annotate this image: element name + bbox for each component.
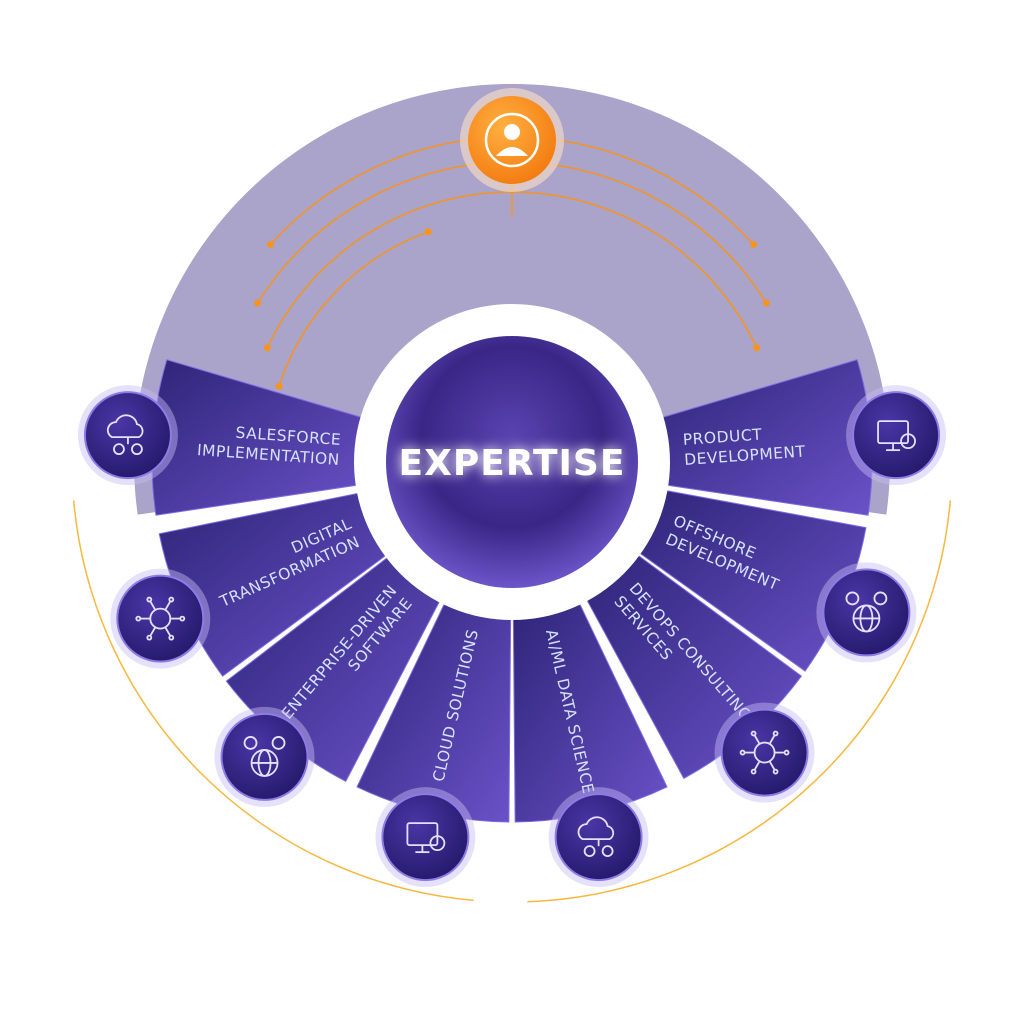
connector-dot <box>254 299 262 307</box>
connector-dot <box>424 228 432 236</box>
connector-dot <box>266 241 274 249</box>
connector-dot <box>750 241 758 249</box>
brain-network-icon <box>577 816 615 858</box>
connector-line <box>278 231 429 387</box>
segments: PRODUCTDEVELOPMENTOFFSHOREDEVELOPMENTDEV… <box>151 359 873 823</box>
cloud-lightbulb-icon <box>406 822 446 854</box>
connector-dot <box>263 344 271 352</box>
monitor-code-gear-badge[interactable] <box>846 385 947 486</box>
monitor-cloud-badge[interactable] <box>214 706 315 807</box>
segment-product-development[interactable]: PRODUCTDEVELOPMENT <box>655 359 873 516</box>
segment-icons <box>77 385 947 888</box>
connector-dot <box>753 344 761 352</box>
cloud-lightbulb-badge[interactable] <box>375 787 476 888</box>
brain-network-badge[interactable] <box>548 787 649 888</box>
monitor-cloud-icon <box>243 736 286 777</box>
orange-connectors <box>72 136 952 903</box>
center-title: EXPERTISE <box>399 443 626 484</box>
user-icon <box>484 112 540 168</box>
gear-globe-icon <box>135 596 186 641</box>
cloud-people-icon <box>106 414 144 456</box>
connector-dot <box>275 382 283 390</box>
globe-people-badge[interactable] <box>816 562 917 663</box>
segment-label-line: PRODUCT <box>682 426 762 449</box>
chat-code-gear-badge[interactable] <box>714 702 815 803</box>
outer-connector <box>72 500 474 902</box>
connector-dot <box>762 299 770 307</box>
gear-globe-badge[interactable] <box>110 568 211 669</box>
globe-people-icon <box>845 591 888 633</box>
segment-cloud-solutions[interactable]: CLOUD SOLUTIONS <box>356 596 512 823</box>
center-circle: EXPERTISE <box>354 304 670 620</box>
chat-code-gear-icon <box>739 730 790 775</box>
monitor-code-gear-icon <box>877 420 916 452</box>
user-badge[interactable] <box>460 88 564 192</box>
cloud-people-badge[interactable] <box>77 385 178 486</box>
outer-connector <box>527 500 952 903</box>
